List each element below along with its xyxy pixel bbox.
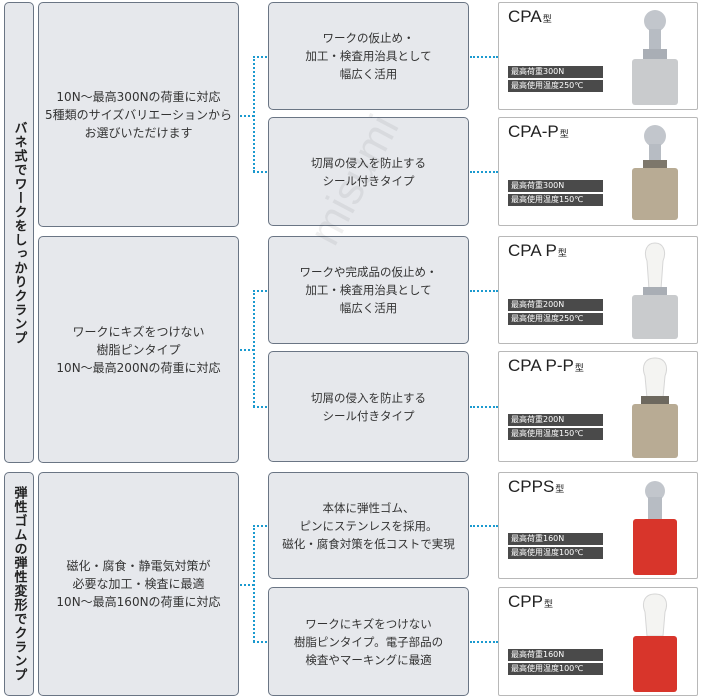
feature-box-cpap: ワークや完成品の仮止め・ 加工・検査用治具として 幅広く活用 xyxy=(268,236,469,344)
pin-body xyxy=(632,168,678,220)
product-image xyxy=(632,242,678,339)
pin-body xyxy=(632,59,678,105)
connector-line xyxy=(240,349,254,351)
section-label-rubber: 弾性ゴムの弾性変形でクランプ xyxy=(4,472,34,696)
connector-line xyxy=(240,115,254,117)
connector-line xyxy=(253,171,267,173)
section-label-rubber-text: 弾性ゴムの弾性変形でクランプ xyxy=(11,486,27,682)
product-card-cpap-p[interactable]: CPA P-P型 最高荷重200N 最高使用温度150℃ xyxy=(498,351,698,462)
connector-line xyxy=(253,56,267,58)
pin-tip xyxy=(645,481,665,501)
pin-shaft xyxy=(649,29,661,49)
feature-box-cpp: ワークにキズをつけない 樹脂ピンタイプ。電子部品の 検査やマーキングに最適 xyxy=(268,587,469,696)
connector-line xyxy=(253,290,255,407)
product-card-cpa[interactable]: CPA型 最高荷重300N 最高使用温度250℃ xyxy=(498,2,698,110)
spec-load: 最高荷重300N xyxy=(508,66,603,78)
pin-shaft xyxy=(649,144,661,164)
product-image xyxy=(632,10,678,105)
product-card-cpp[interactable]: CPP型 最高荷重160N 最高使用温度100℃ xyxy=(498,587,698,696)
connector-line xyxy=(470,406,498,408)
spec-load: 最高荷重160N xyxy=(508,649,603,661)
pin-shaft xyxy=(648,497,662,521)
pin-tip xyxy=(644,242,666,290)
product-card-cpap[interactable]: CPA P型 最高荷重200N 最高使用温度250℃ xyxy=(498,236,698,344)
feature-box-cpap-p: 切屑の侵入を防止する シール付きタイプ xyxy=(268,351,469,462)
spec-load: 最高荷重200N xyxy=(508,414,603,426)
pin-tip xyxy=(644,125,666,147)
spec-temp: 最高使用温度250℃ xyxy=(508,313,603,325)
feature-box-cpps: 本体に弾性ゴム、 ピンにステンレスを採用。 磁化・腐食対策を低コストで実現 xyxy=(268,472,469,579)
pin-collar xyxy=(643,49,667,59)
product-name: CPP型 xyxy=(508,592,553,611)
product-card-cpa-p[interactable]: CPA-P型 最高荷重300N 最高使用温度150℃ xyxy=(498,117,698,226)
connector-line xyxy=(253,525,267,527)
pin-seal xyxy=(641,396,669,404)
product-image xyxy=(632,357,678,458)
spec-temp: 最高使用温度150℃ xyxy=(508,428,603,440)
pin-body xyxy=(632,404,678,458)
connector-line xyxy=(470,641,498,643)
connector-line xyxy=(253,290,267,292)
group-box-cpp: 磁化・腐食・静電気対策が 必要な加工・検査に最適 10N～最高160Nの荷重に対… xyxy=(38,472,239,696)
section-label-spring-text: バネ式でワークをしっかりクランプ xyxy=(11,120,27,345)
spec-temp: 最高使用温度150℃ xyxy=(508,194,603,206)
connector-line xyxy=(470,290,498,292)
section-label-spring: バネ式でワークをしっかりクランプ xyxy=(4,2,34,463)
product-name: CPPS型 xyxy=(508,477,565,496)
connector-line xyxy=(253,406,267,408)
spec-temp: 最高使用温度100℃ xyxy=(508,663,603,675)
pin-body xyxy=(633,636,677,692)
feature-box-cpa-p: 切屑の侵入を防止する シール付きタイプ xyxy=(268,117,469,226)
connector-line xyxy=(470,56,498,58)
product-card-cpps[interactable]: CPPS型 最高荷重160N 最高使用温度100℃ xyxy=(498,472,698,579)
pin-body xyxy=(633,519,677,575)
feature-box-cpa: ワークの仮止め・ 加工・検査用治具として 幅広く活用 xyxy=(268,2,469,110)
spec-temp: 最高使用温度100℃ xyxy=(508,547,603,559)
spec-load: 最高荷重300N xyxy=(508,180,603,192)
product-image xyxy=(633,593,677,692)
group-box-cpa: 10N～最高300Nの荷重に対応 5種類のサイズバリエーションから お選びいただ… xyxy=(38,2,239,227)
pin-body xyxy=(632,295,678,339)
connector-line xyxy=(240,584,254,586)
pin-tip xyxy=(642,357,668,399)
connector-line xyxy=(253,525,255,642)
connector-line xyxy=(253,56,255,172)
product-image xyxy=(632,125,678,220)
pin-seal xyxy=(643,160,667,168)
product-name: CPA P-P型 xyxy=(508,356,584,375)
pin-tip xyxy=(642,593,668,637)
product-image xyxy=(633,481,677,575)
group-box-cpap: ワークにキズをつけない 樹脂ピンタイプ 10N～最高200Nの荷重に対応 xyxy=(38,236,239,463)
product-name: CPA P型 xyxy=(508,241,567,260)
pin-collar xyxy=(643,287,667,295)
connector-line xyxy=(253,641,267,643)
spec-load: 最高荷重160N xyxy=(508,533,603,545)
connector-line xyxy=(470,525,498,527)
spec-load: 最高荷重200N xyxy=(508,299,603,311)
connector-line xyxy=(470,171,498,173)
product-name: CPA-P型 xyxy=(508,122,569,141)
pin-tip xyxy=(644,10,666,32)
product-name: CPA型 xyxy=(508,7,552,26)
spec-temp: 最高使用温度250℃ xyxy=(508,80,603,92)
